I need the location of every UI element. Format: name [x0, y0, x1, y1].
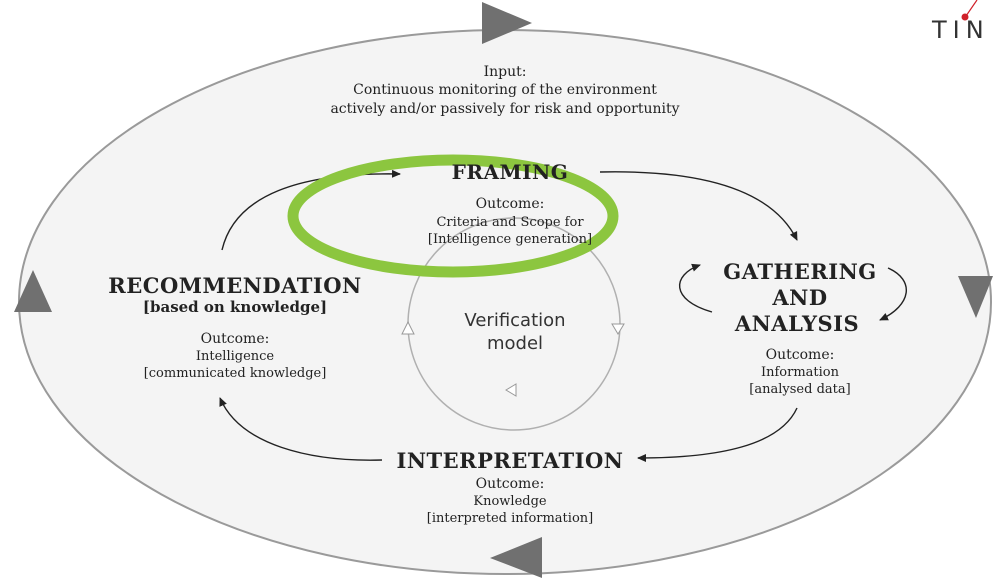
arrow-framing-to-gathering — [599, 171, 798, 241]
input-line-3: actively and/or passively for risk and o… — [330, 101, 680, 117]
framing-outcome-label: Outcome: — [475, 196, 545, 212]
gathering-title-line2: AND — [772, 285, 828, 310]
recommendation-outcome-line1: Intelligence — [195, 349, 275, 364]
interpretation-outcome-label: Outcome: — [475, 476, 545, 492]
framing-outcome-line2: [Intelligence generation] — [427, 232, 593, 247]
verification-arrow-left — [401, 320, 415, 335]
gathering-outcome-line1: Information — [760, 365, 840, 380]
verification-line2: model — [486, 333, 544, 354]
recommendation-title: RECOMMENDATION — [108, 273, 362, 298]
recommendation-subtitle: [based on knowledge] — [142, 298, 328, 316]
outer-arrow-bottom — [490, 537, 542, 578]
gathering-title-line3: ANALYSIS — [734, 311, 860, 336]
verification-line1: Verification — [464, 310, 566, 331]
arrow-interpretation-to-recommendation — [219, 397, 383, 461]
recommendation-outcome-line2: [communicated knowledge] — [143, 366, 327, 381]
interpretation-title: INTERPRETATION — [396, 448, 624, 473]
logo-text: TIN — [932, 16, 990, 44]
input-line-2: Continuous monitoring of the environment — [353, 82, 657, 98]
framing-title: FRAMING — [451, 160, 569, 184]
input-title: Input: — [483, 64, 527, 80]
gathering-title-line1: GATHERING — [723, 259, 877, 284]
verification-arrow-bottom — [505, 383, 517, 397]
gathering-loop-left — [679, 263, 713, 313]
gathering-loop-right — [879, 267, 907, 321]
framing-outcome-line1: Criteria and Scope for — [436, 215, 584, 230]
gathering-outcome-line2: [analysed data] — [749, 382, 851, 397]
arrow-gathering-to-interpretation — [637, 407, 798, 462]
outer-arrow-top — [482, 2, 532, 44]
interpretation-outcome-line2: [interpreted information] — [426, 511, 594, 526]
outer-arrow-right — [958, 276, 993, 318]
verification-arrow-right — [611, 323, 625, 335]
gathering-outcome-label: Outcome: — [765, 347, 835, 363]
recommendation-outcome-label: Outcome: — [200, 331, 270, 347]
logo — [961, 0, 978, 21]
outer-arrow-left — [14, 270, 52, 312]
framing-highlight-ring — [287, 154, 619, 278]
logo-dot — [961, 13, 969, 21]
interpretation-outcome-line1: Knowledge — [473, 494, 547, 509]
